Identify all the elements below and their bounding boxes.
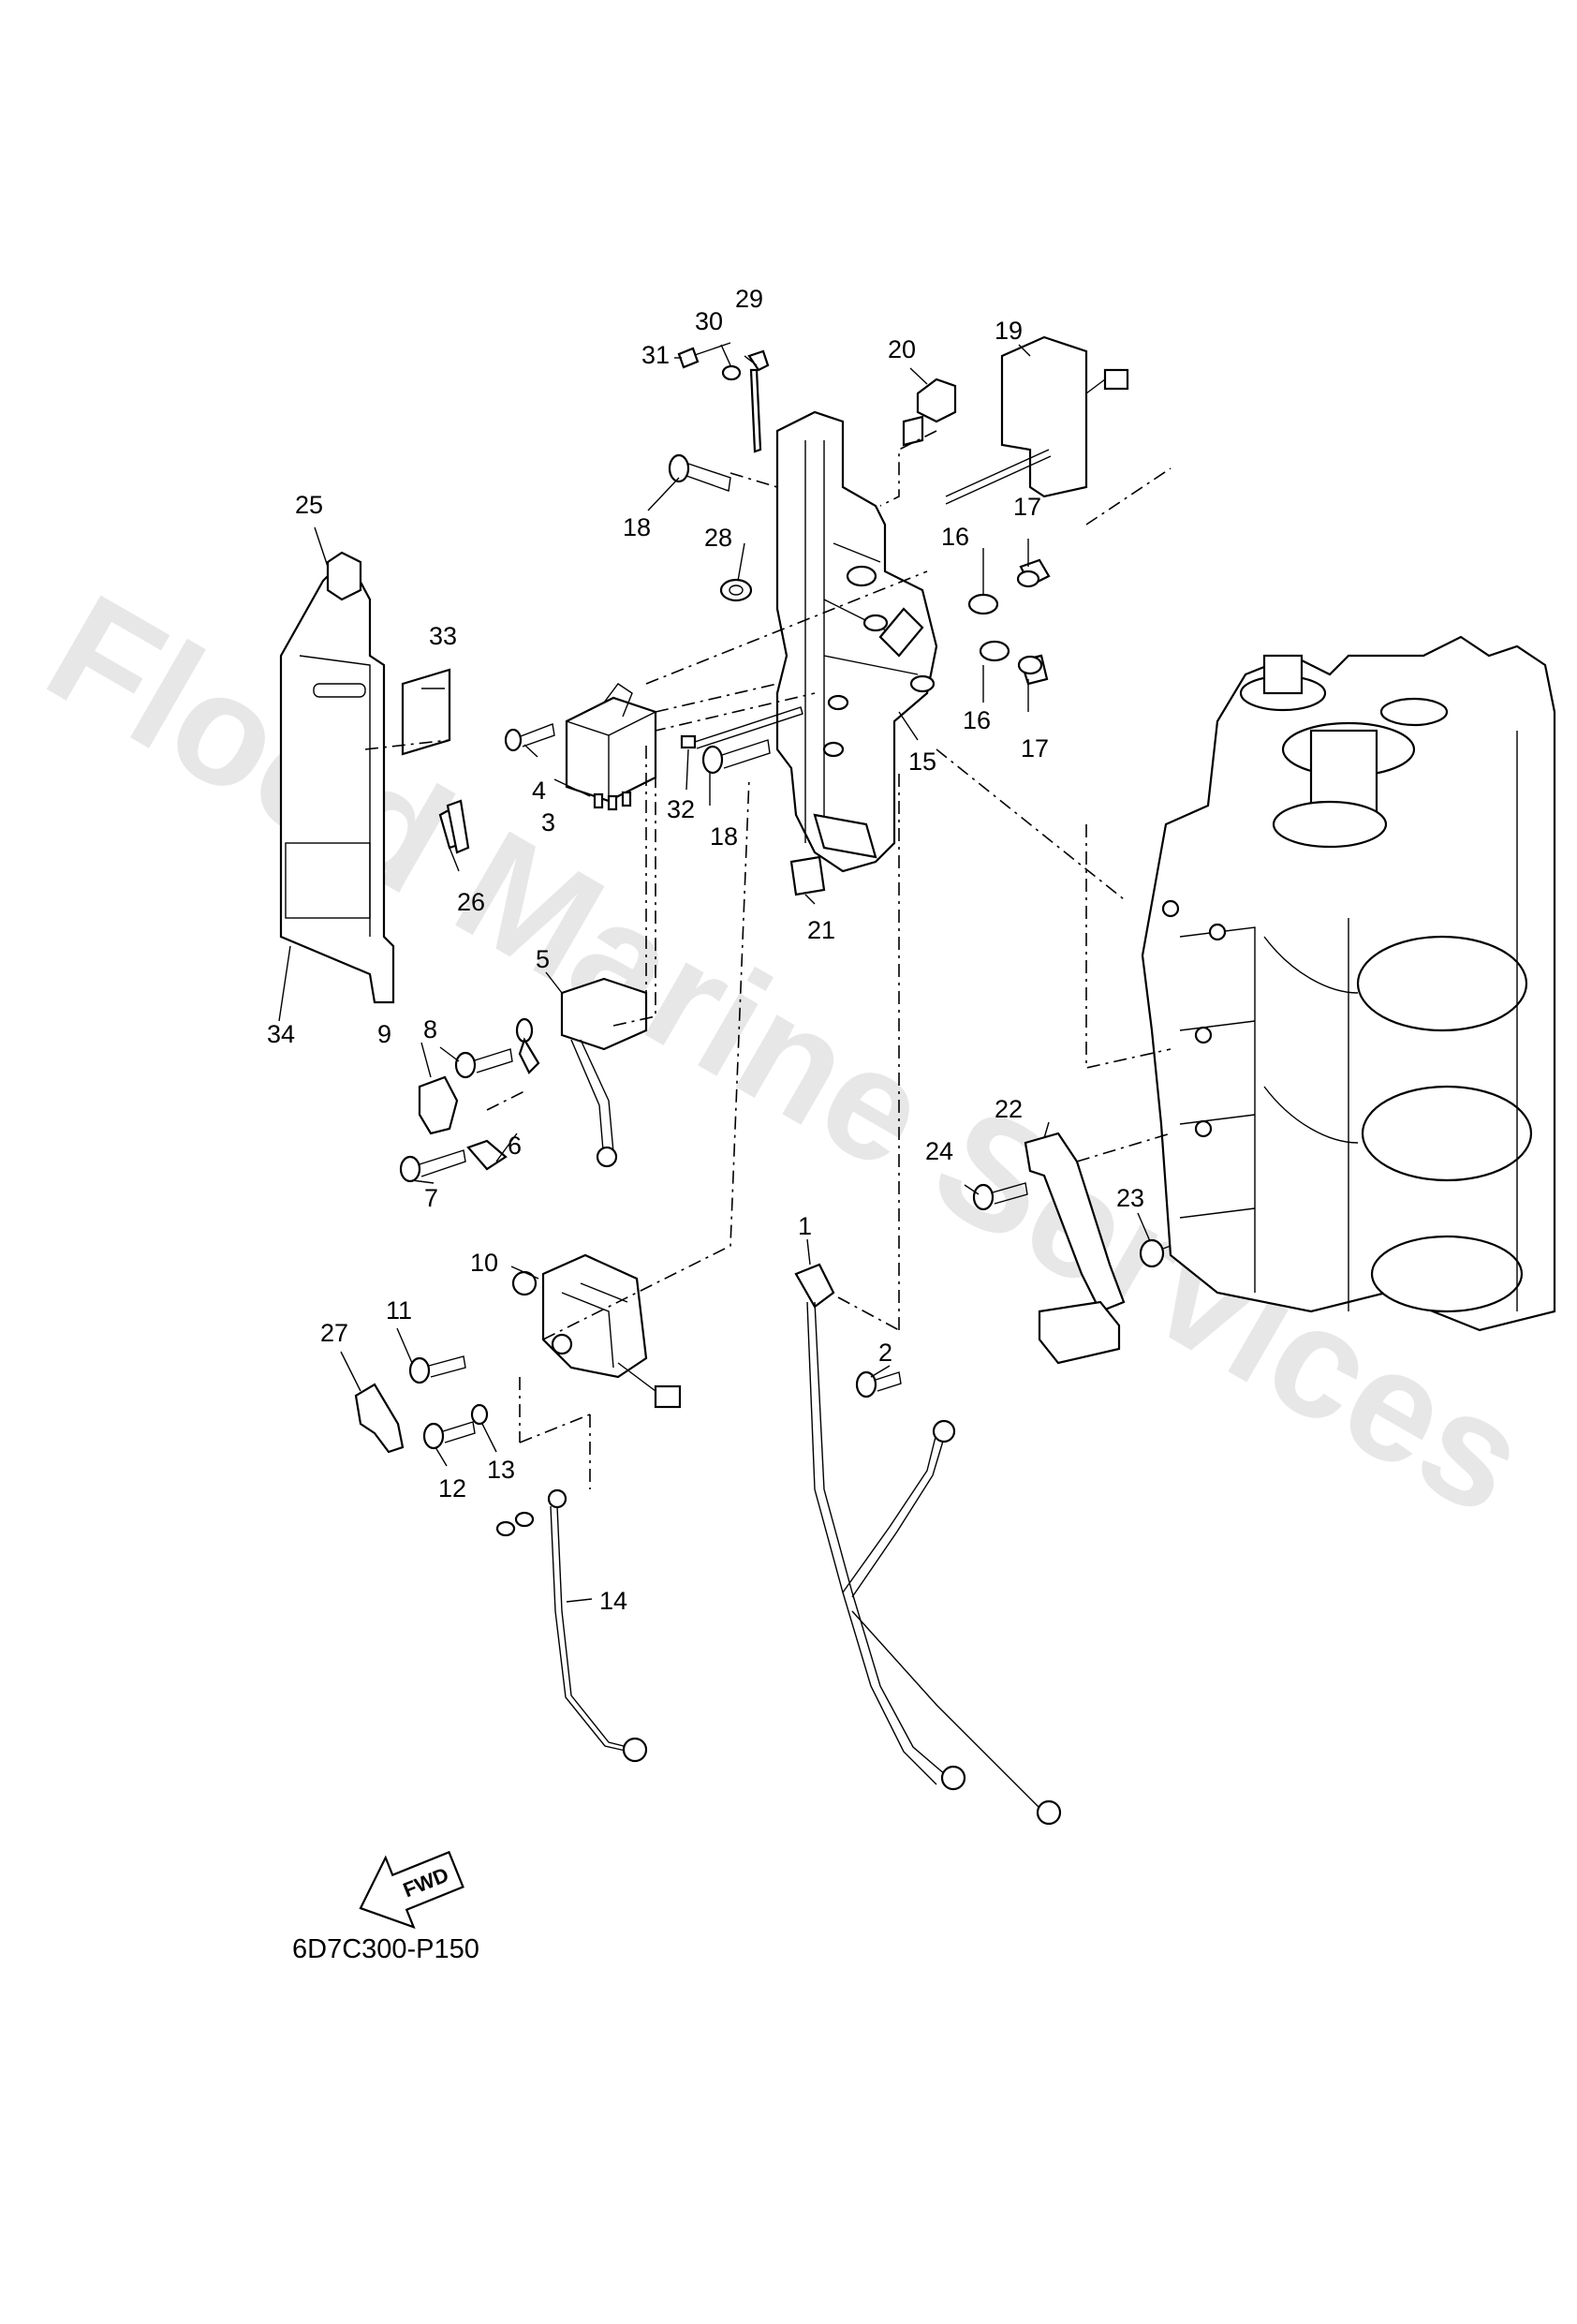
rectifier [399, 977, 648, 1183]
callout-10: 10 [470, 1249, 498, 1277]
callout-34: 34 [267, 1020, 295, 1048]
callout-16b: 16 [963, 706, 991, 734]
callout-2: 2 [878, 1339, 892, 1367]
callout-14: 14 [599, 1587, 627, 1615]
callout-5: 5 [536, 945, 550, 973]
callout-18b: 18 [710, 822, 738, 851]
callout-32: 32 [667, 795, 695, 823]
callout-labels: 1 2 3 4 5 6 7 8 9 10 11 12 13 14 15 16 1… [267, 285, 1144, 1615]
callout-9: 9 [377, 1020, 391, 1048]
callout-11: 11 [386, 1296, 412, 1325]
fwd-arrow-icon: FWD [359, 1850, 464, 1930]
callout-17b: 17 [1021, 734, 1049, 762]
callout-25: 25 [295, 491, 323, 519]
callout-22: 22 [995, 1095, 1023, 1123]
callout-27: 27 [320, 1319, 348, 1347]
callout-17a: 17 [1013, 493, 1041, 521]
fasteners [446, 335, 1129, 896]
bracket [775, 410, 938, 873]
callout-19: 19 [995, 317, 1023, 345]
relay [565, 683, 657, 811]
callout-6: 6 [508, 1132, 522, 1160]
starter-relay [354, 1253, 682, 1763]
ground-bracket [972, 1132, 1172, 1365]
callout-30: 30 [695, 307, 723, 335]
leader-lines [278, 344, 1172, 1603]
callout-12: 12 [438, 1474, 466, 1502]
callout-8: 8 [423, 1015, 437, 1044]
callout-29: 29 [735, 285, 763, 313]
callout-28: 28 [704, 524, 732, 552]
callout-21: 21 [807, 916, 835, 944]
callout-23: 23 [1116, 1184, 1144, 1212]
ground-lead [794, 1263, 1062, 1826]
callout-1: 1 [798, 1212, 812, 1240]
callout-33: 33 [429, 622, 457, 650]
callout-15: 15 [908, 748, 936, 776]
callout-7: 7 [424, 1184, 438, 1212]
callout-24: 24 [925, 1137, 953, 1165]
callout-20: 20 [888, 335, 916, 363]
callout-3: 3 [541, 808, 555, 836]
engine-block [1141, 635, 1556, 1332]
callout-31: 31 [641, 341, 670, 369]
callout-13: 13 [487, 1456, 515, 1484]
callout-16a: 16 [941, 523, 969, 551]
diagram-code: 6D7C300-P150 [292, 1934, 479, 1964]
callout-4: 4 [532, 777, 546, 805]
callout-26: 26 [457, 888, 485, 916]
callout-18a: 18 [623, 513, 651, 541]
